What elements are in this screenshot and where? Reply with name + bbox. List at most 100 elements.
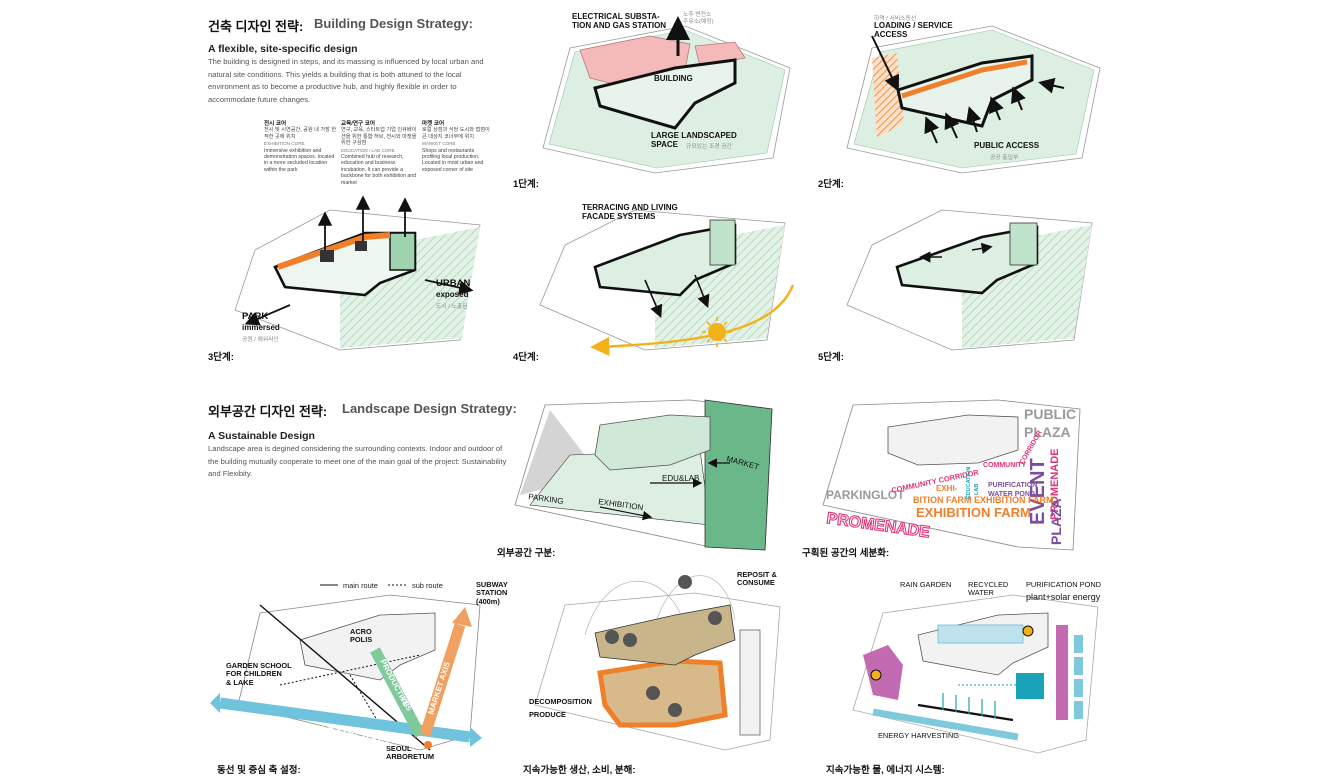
step1-building-label: BUILDING (654, 74, 693, 83)
step1-diagram (542, 16, 791, 174)
produce-caption: 지속가능한 생산, 소비, 분해: (523, 765, 636, 776)
produce-label: PRODUCE (529, 710, 566, 719)
reposit-consume-label: REPOSIT & CONSUME (737, 570, 777, 588)
step4-down-arrow (644, 279, 663, 318)
building-title-ko: 건축 디자인 전략: (208, 19, 304, 34)
division-caption: 외부공간 구분: (497, 548, 556, 559)
step2-diagram (846, 25, 1101, 174)
water-main-line (917, 703, 1014, 722)
core-exhibition-desc-ko: 전시 및 시연공간, 공원 내 가장 한적한 곳에 위치 (264, 127, 337, 140)
step2-loading-label: LOADING / SERVICE ACCESS (874, 21, 953, 39)
step2-public-arrow (1038, 77, 1065, 94)
rain-garden-zone (863, 645, 903, 700)
purification-pond-label: PURIFICATION POND (1026, 580, 1102, 589)
subdivision-diagram: PUBLIC PLAZA PROMENADE EVENT PLAZA PARKI… (822, 399, 1081, 551)
word-lab: LAB (974, 484, 980, 495)
division-building (594, 414, 711, 471)
plant-solar-label: plant+solar energy (1026, 592, 1101, 602)
axis-building (299, 612, 436, 681)
legend-sub-route: sub route (412, 581, 443, 590)
energy-harvesting-label: ENERGY HARVESTING (878, 731, 960, 740)
step3-building-outline (273, 231, 417, 297)
subdivision-caption: 구획된 공간의 세분화: (802, 548, 890, 559)
recycled-water-roof (937, 624, 1024, 644)
word-bition: BITION FARM EXHIBITION FARM (913, 495, 1054, 505)
step2-public-label: PUBLIC ACCESS (974, 141, 1040, 150)
landscape-paragraph: Landscape area is degined considering th… (208, 444, 507, 479)
core-exhibition-title-ko: 전시 코어 (264, 121, 287, 127)
step4-down-arrow (694, 274, 710, 308)
acropolis-label: ACRO POLIS (350, 627, 373, 645)
step3-immersed-label: immersed (242, 323, 280, 332)
produce-arc (654, 575, 736, 626)
step2-service-route (901, 59, 1028, 99)
step2-public-ko: 공공 출입부 (990, 155, 1019, 161)
division-edulab-label: EDU&LAB (662, 474, 699, 483)
check-icon (668, 703, 682, 717)
core-exhibition-desc-en: Immersive exhibition and demonstration s… (264, 147, 335, 173)
rain-garden-icon (870, 669, 882, 681)
step3-market-core (389, 232, 416, 271)
core-education-desc-ko: 연구, 교육, 스타트업 기업 인큐베이션을 위한 통합 허브, 전시와 마켓을… (341, 127, 417, 147)
core-market: 마켓 코어 로컬 상점과 식당 도시와 접점이 큰 대상지 코너부에 위치 MA… (422, 121, 492, 173)
word-purification: PURIFICATION (988, 482, 1037, 489)
sun-icon (708, 323, 726, 341)
axis-diagram: WATERSCAPE AXIS PRODUCTIVE AXIS MARKET A… (210, 584, 482, 751)
landscape-subhead: A Sustainable Design (208, 430, 315, 442)
productive-axis-band (370, 647, 425, 738)
step3-park-arrow (244, 304, 291, 326)
word-exhi: EXHI- (936, 484, 958, 493)
purification-pond (1016, 673, 1044, 699)
division-arrow (599, 506, 653, 521)
word-plaza-2: PLAZA (1048, 498, 1064, 545)
core-market-title-en: MARKET CORE (422, 141, 456, 147)
step3-core-block (320, 250, 334, 262)
produce-diagram (534, 575, 781, 751)
energy-panels (1074, 635, 1083, 719)
step1-electrical-ko: 노후 변전소 주유소(예정) (683, 12, 714, 25)
drop-icon (708, 611, 722, 625)
step4-building-outline (593, 223, 737, 297)
seoul-arboretum-label: SEOUL ARBORETUM (386, 744, 435, 762)
produce-ground-zone (597, 658, 728, 728)
energy-harvesting-strip (872, 708, 1019, 741)
step4-caption: 4단계: (513, 352, 539, 363)
division-diagram: PARKING EXHIBITION EDU&LAB MARKET (514, 399, 773, 551)
word-parkinglot: PARKINGLOT (826, 488, 905, 502)
step2-public-arrow (924, 116, 940, 144)
market-axis-arrow (452, 607, 472, 627)
produce-arc (584, 580, 686, 636)
word-exhibition-farm: EXHIBITION FARM (916, 505, 1031, 520)
sun-rays-icon (702, 317, 732, 347)
produce-building (594, 604, 736, 666)
step5-arrow (971, 242, 993, 254)
leaf-icon (623, 633, 637, 647)
step3-diagram (234, 195, 481, 351)
decomposition-label: DECOMPOSITION (529, 697, 592, 706)
waterscape-arrow-left (210, 693, 220, 713)
step1-building-outline (593, 58, 737, 130)
step5-diagram (846, 209, 1093, 351)
core-education-title-ko: 교육/연구 코어 (341, 121, 375, 127)
step5-caption: 5단계: (818, 352, 844, 363)
water-caption: 지속가능한 물, 에너지 시스템: (826, 765, 945, 776)
step3-urban-ko: 도시 / 노출된 (436, 304, 468, 310)
rain-garden-label: RAIN GARDEN (900, 580, 952, 589)
water-right-strip (1056, 625, 1068, 720)
step3-urban-arrow (424, 279, 474, 295)
axis-sub-route (349, 674, 381, 726)
water-flow-arrows (942, 693, 996, 718)
step3-exhibition-core (277, 232, 391, 270)
step4-diagram (539, 209, 795, 357)
landscape-title-ko: 외부공간 디자인 전략: (208, 404, 328, 419)
garden-school-label: GARDEN SCHOOL FOR CHILDREN & LAKE (226, 661, 292, 687)
arboretum-node (424, 741, 432, 749)
step1-caption: 1단계: (513, 179, 539, 190)
step3-park-label: PARK (242, 311, 269, 322)
word-plaza: PLAZA (1024, 424, 1071, 440)
core-market-desc-en: Shops and restaurants profiling local pr… (422, 147, 484, 173)
core-market-desc-ko: 로컬 상점과 식당 도시와 접점이 큰 대상지 코너부에 위치 (422, 127, 490, 140)
core-education: 교육/연구 코어 연구, 교육, 스타트업 기업 인큐베이션을 위한 통합 허브… (341, 121, 419, 186)
subway-label: SUBWAY STATION (400m) (476, 580, 508, 606)
step5-building-outline (895, 225, 1039, 295)
